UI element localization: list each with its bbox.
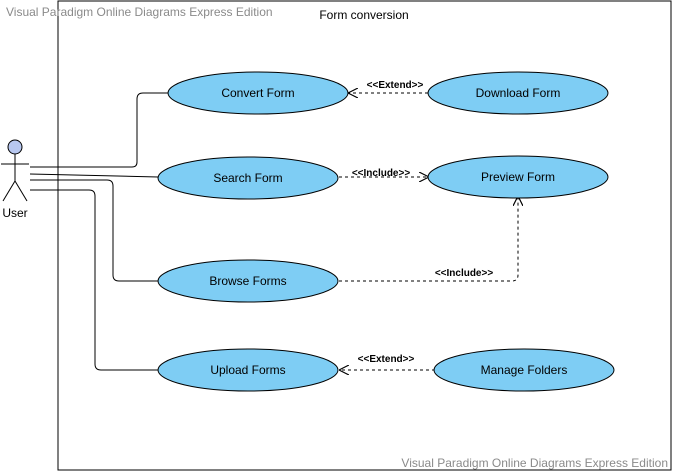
use-case-label: Manage Folders <box>481 363 568 377</box>
association-search <box>29 173 159 178</box>
relation-label-extend-1: <<Extend>> <box>367 80 424 91</box>
use-case-convert-form[interactable]: Convert Form <box>167 71 349 115</box>
use-case-manage-folders[interactable]: Manage Folders <box>433 348 615 392</box>
relation-label-include-1: <<Include>> <box>352 168 411 179</box>
actor-head <box>7 139 23 155</box>
actor-leg-left <box>2 180 16 202</box>
association-upload <box>30 189 158 371</box>
relation-label-include-2: <<Include>> <box>435 268 494 279</box>
actor-leg-right <box>14 180 28 202</box>
use-case-upload-forms[interactable]: Upload Forms <box>157 348 339 392</box>
use-case-label: Browse Forms <box>209 274 286 288</box>
use-case-label: Upload Forms <box>210 363 285 377</box>
use-case-search-form[interactable]: Search Form <box>157 156 339 200</box>
watermark-top: Visual Paradigm Online Diagrams Express … <box>6 5 273 19</box>
use-case-download-form[interactable]: Download Form <box>427 71 609 115</box>
system-boundary <box>57 0 672 471</box>
system-title: Form conversion <box>319 8 408 22</box>
watermark-bottom: Visual Paradigm Online Diagrams Express … <box>401 456 668 470</box>
association-browse <box>30 179 158 282</box>
use-case-preview-form[interactable]: Preview Form <box>427 155 609 199</box>
use-case-label: Download Form <box>476 86 561 100</box>
use-case-label: Search Form <box>213 171 282 185</box>
use-case-label: Convert Form <box>221 86 294 100</box>
relation-browse-preview <box>339 197 518 282</box>
actor-label: User <box>2 206 27 220</box>
actor-user[interactable]: User <box>1 139 29 220</box>
use-case-label: Preview Form <box>481 170 555 184</box>
association-convert <box>30 92 168 168</box>
relation-label-extend-2: <<Extend>> <box>358 354 415 365</box>
use-case-browse-forms[interactable]: Browse Forms <box>157 259 339 303</box>
